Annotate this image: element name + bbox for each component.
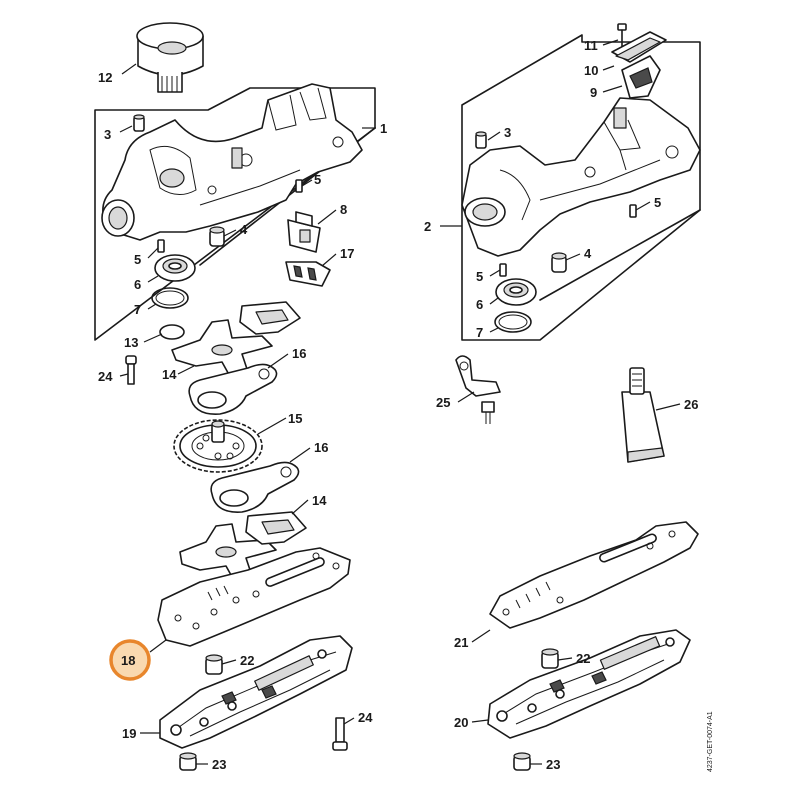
part-5-right-pin-lower	[499, 263, 507, 277]
callout-19[interactable]: 19	[122, 726, 136, 741]
callout-10[interactable]: 10	[584, 63, 598, 78]
callout-5[interactable]: 5	[654, 195, 661, 210]
callout-24[interactable]: 24	[358, 710, 373, 725]
part-5-right-pin-upper	[629, 204, 637, 218]
part-7-right-circlip	[494, 311, 532, 333]
callout-3[interactable]: 3	[104, 127, 111, 142]
callout-22[interactable]: 22	[576, 651, 590, 666]
part-26-grease-tube	[621, 367, 665, 463]
part-22-left-bushing	[205, 654, 223, 675]
callout-20[interactable]: 20	[454, 715, 468, 730]
callout-13[interactable]: 13	[124, 335, 138, 350]
part-6-right-ball-bearing	[495, 278, 537, 306]
callout-14[interactable]: 14	[312, 493, 327, 508]
callout-2[interactable]: 2	[424, 219, 431, 234]
callout-26[interactable]: 26	[684, 397, 698, 412]
part-23-left-plug	[179, 752, 197, 771]
part-24-left-lower-screw	[332, 717, 348, 751]
part-2-gear-housing-right	[461, 97, 701, 257]
callout-5[interactable]: 5	[314, 172, 321, 187]
part-25-bracket	[455, 355, 501, 424]
leader-lines	[119, 39, 681, 765]
callout-4[interactable]: 4	[240, 222, 248, 237]
part-14-lower-washer	[179, 511, 307, 585]
part-8-switch-block	[287, 211, 321, 253]
callout-25[interactable]: 25	[436, 395, 450, 410]
part-20-right-base-plate	[487, 629, 691, 739]
part-14-upper-washer	[171, 301, 301, 381]
part-1-gear-housing-left	[101, 83, 363, 241]
callout-8[interactable]: 8	[340, 202, 347, 217]
callout-21[interactable]: 21	[454, 635, 468, 650]
callout-14[interactable]: 14	[162, 367, 177, 382]
part-12-pinion-cup	[136, 22, 204, 93]
callout-22[interactable]: 22	[240, 653, 254, 668]
drawing-code: 4237-GET-0074-A1	[707, 711, 714, 772]
part-17-connector-block	[285, 261, 331, 287]
right-group-frame	[461, 34, 701, 341]
part-15-gear	[173, 419, 263, 473]
part-18-left-guide-plate	[157, 547, 351, 647]
callout-16[interactable]: 16	[314, 440, 328, 455]
part-23-right-plug	[513, 752, 531, 771]
part-10-cover-plate	[611, 31, 667, 63]
part-24-left-upper-screw	[125, 355, 137, 385]
part-22-right-bushing	[541, 648, 559, 669]
part-11-screw	[617, 23, 627, 51]
callout-15[interactable]: 15	[288, 411, 302, 426]
callout-9[interactable]: 9	[590, 85, 597, 100]
callout-17[interactable]: 17	[340, 246, 354, 261]
callout-5[interactable]: 5	[134, 252, 141, 267]
callout-7[interactable]: 7	[134, 302, 141, 317]
callout-4[interactable]: 4	[584, 246, 592, 261]
callout-18-highlight-ring[interactable]	[109, 639, 151, 681]
part-6-left-ball-bearing	[154, 254, 196, 282]
callout-6[interactable]: 6	[476, 297, 483, 312]
callout-7[interactable]: 7	[476, 325, 483, 340]
part-21-right-guide-plate	[489, 521, 699, 629]
callout-11[interactable]: 11	[584, 38, 598, 53]
callout-23[interactable]: 23	[546, 757, 560, 772]
callout-16[interactable]: 16	[292, 346, 306, 361]
callout-6[interactable]: 6	[134, 277, 141, 292]
callout-23[interactable]: 23	[212, 757, 226, 772]
part-16-lower-connecting-rod	[210, 461, 300, 513]
callout-24[interactable]: 24	[98, 369, 113, 384]
part-7-left-circlip	[151, 287, 189, 309]
part-5-left-pin-lower	[157, 239, 165, 253]
part-4-left-needle-bearing	[209, 226, 225, 247]
callout-1[interactable]: 1	[380, 121, 387, 136]
part-19-left-base-plate	[159, 635, 353, 749]
callout-12[interactable]: 12	[98, 70, 112, 85]
part-3-left-sleeve	[133, 114, 145, 132]
part-13-circlip	[159, 324, 185, 340]
callout-3[interactable]: 3	[504, 125, 511, 140]
part-16-upper-connecting-rod	[188, 363, 278, 415]
part-9-lever	[621, 55, 661, 99]
callout-18[interactable]: 18	[121, 653, 135, 668]
callout-5[interactable]: 5	[476, 269, 483, 284]
left-group-frame	[94, 87, 376, 341]
part-3-right-sleeve	[475, 131, 487, 149]
callout-labels: 12 1 3 5 4 5 6 7 8 17 11 10 9 3 2 5 4 5 …	[98, 38, 698, 772]
part-5-left-pin-upper	[295, 179, 303, 193]
part-4-right-needle-bearing	[551, 252, 567, 273]
